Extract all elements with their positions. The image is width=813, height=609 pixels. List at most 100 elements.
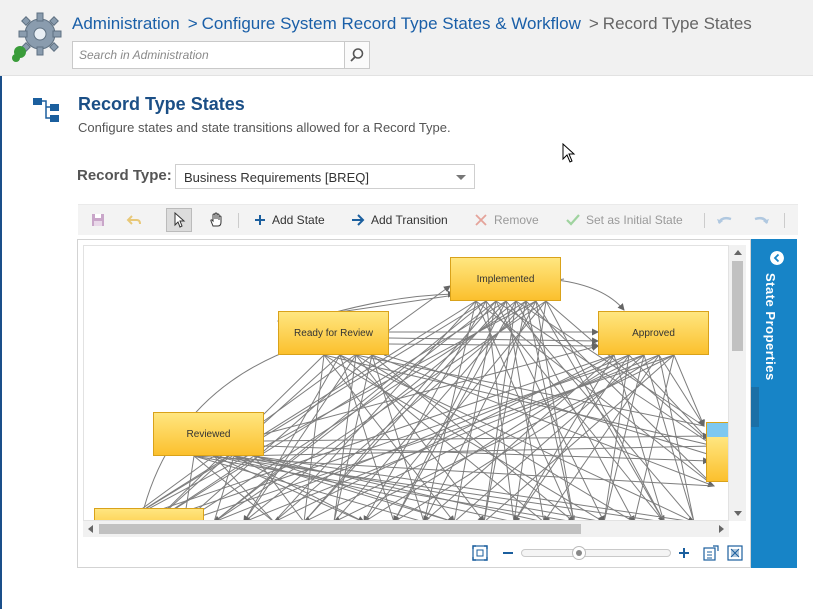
undo-button[interactable] (716, 205, 740, 235)
transition-edge (243, 354, 341, 520)
vertical-scrollbar[interactable] (729, 245, 746, 521)
transition-edge (193, 455, 273, 520)
pointer-icon (174, 212, 186, 228)
transition-edge (213, 455, 365, 520)
redo-icon (754, 216, 769, 224)
transition-edge (535, 300, 575, 520)
arrow-right-icon (352, 214, 365, 226)
vertical-scroll-thumb[interactable] (732, 261, 743, 351)
hierarchy-icon (33, 98, 59, 122)
zoom-in-icon[interactable] (678, 547, 690, 559)
transition-edge (263, 432, 710, 442)
chevron-down-icon (456, 175, 466, 180)
transition-edge (364, 300, 547, 520)
transition-edge (495, 300, 715, 447)
state-node-reviewed[interactable]: Reviewed (153, 412, 264, 456)
zoom-out-icon[interactable] (502, 547, 514, 559)
transition-edge (545, 300, 665, 520)
transition-edge (275, 300, 537, 520)
search-button[interactable] (344, 42, 369, 68)
chevron-left-icon[interactable] (770, 251, 784, 265)
transition-edge (253, 455, 450, 520)
add-transition-button[interactable]: Add Transition (351, 205, 448, 235)
transition-edge (253, 455, 685, 520)
record-type-label: Record Type: (77, 167, 172, 184)
scroll-left-arrow[interactable] (88, 525, 93, 533)
undo-icon (717, 216, 732, 224)
zoom-controls (470, 543, 750, 563)
transition-edge (233, 455, 605, 520)
transition-edge (355, 354, 485, 520)
header: Administration>Configure System Record T… (0, 0, 813, 76)
zoom-slider-track[interactable] (521, 549, 671, 557)
select-tool[interactable] (172, 205, 192, 235)
remove-button[interactable]: Remove (474, 205, 539, 235)
left-edge-strip (0, 0, 2, 609)
transition-edge (371, 354, 715, 488)
transition-edge (355, 354, 705, 427)
search-input[interactable] (73, 42, 345, 68)
save-button[interactable] (90, 205, 112, 235)
state-node-partial-right[interactable] (706, 422, 728, 482)
transition-edge (556, 279, 625, 311)
breadcrumb-administration[interactable]: Administration (72, 14, 180, 33)
transition-edge (253, 455, 304, 520)
save-icon (92, 214, 104, 226)
zoom-slider-handle[interactable] (572, 546, 586, 560)
redo-button[interactable] (752, 205, 776, 235)
mouse-cursor-icon (562, 143, 576, 163)
scroll-right-arrow[interactable] (719, 525, 724, 533)
transition-edge (303, 354, 645, 520)
transition-edge (193, 455, 575, 520)
pan-tool[interactable] (208, 205, 230, 235)
transition-edge (214, 455, 235, 520)
back-icon (126, 215, 141, 225)
set-initial-state-button[interactable]: Set as Initial State (566, 205, 683, 235)
state-node-approved[interactable]: Approved (598, 311, 709, 355)
transition-edge (233, 445, 715, 457)
transition-edge (383, 354, 715, 458)
transition-edge (263, 344, 599, 435)
scroll-down-arrow[interactable] (734, 511, 742, 516)
scroll-up-arrow[interactable] (734, 250, 742, 255)
transition-edge (388, 342, 599, 350)
transition-edge (126, 300, 537, 520)
state-node-ready-for-review[interactable]: Ready for Review (278, 311, 389, 355)
page-subtitle: Configure states and state transitions a… (78, 120, 451, 135)
transition-edge (643, 354, 694, 520)
fit-icon[interactable] (472, 545, 488, 561)
transition-edge (123, 300, 487, 520)
transition-edge (188, 354, 675, 520)
transition-edge (515, 300, 635, 520)
check-icon (566, 214, 580, 226)
transition-edge (243, 354, 357, 520)
transition-edge (455, 354, 645, 520)
horizontal-scrollbar[interactable] (83, 521, 729, 537)
state-node-implemented[interactable]: Implemented (450, 257, 561, 301)
diagram-toolbar: Add State Add Transition Remove Set as I… (78, 204, 798, 235)
horizontal-scroll-thumb[interactable] (99, 524, 581, 534)
plus-icon (255, 215, 265, 225)
transition-edge (505, 300, 545, 520)
export-icon[interactable] (703, 545, 719, 561)
search-box (72, 41, 370, 69)
transition-edge (658, 354, 695, 520)
transition-edge (158, 354, 645, 520)
state-properties-panel[interactable]: State Properties (751, 239, 797, 568)
fullscreen-icon[interactable] (727, 545, 743, 561)
transition-edge (453, 300, 497, 520)
transition-edge (339, 354, 394, 520)
add-state-button[interactable]: Add State (254, 205, 325, 235)
workflow-canvas[interactable]: Implemented Ready for Review Approved Re… (83, 245, 729, 521)
panel-resize-handle[interactable] (751, 387, 759, 427)
transitions-layer (123, 278, 715, 520)
back-button[interactable] (126, 205, 148, 235)
transition-edge (213, 455, 508, 520)
record-type-select[interactable]: Business Requirements [BREQ] (175, 164, 475, 189)
state-node-partial-left[interactable] (94, 508, 204, 520)
breadcrumb-configure-workflow[interactable]: Configure System Record Type States & Wo… (201, 14, 581, 33)
x-icon (475, 214, 487, 226)
transition-edge (388, 337, 599, 345)
transition-edge (233, 455, 450, 520)
transition-edge (628, 354, 715, 447)
